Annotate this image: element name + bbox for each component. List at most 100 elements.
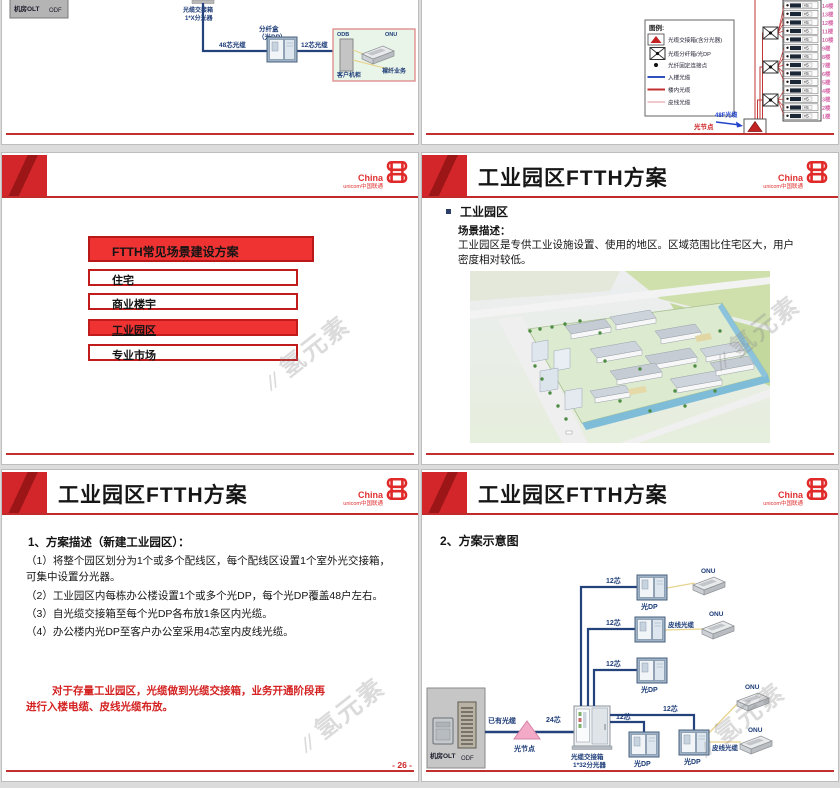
car <box>565 430 573 435</box>
splice-dot-icon <box>786 21 789 24</box>
cable12-label: 12芯 <box>606 659 621 668</box>
logo-line2: unicom中国联通 <box>343 500 383 507</box>
floor-onu-icon <box>790 79 801 85</box>
dp-label: 光DP <box>640 685 658 694</box>
floor-mult-box <box>802 62 813 68</box>
dp-x-box-icon <box>762 60 779 74</box>
bullet-square <box>446 209 451 214</box>
slide-b-diagram: 图例: 光缆交接箱(含分光器) 光缆分纤箱/光DP 光纤固定连接点 入楼光缆 楼… <box>644 0 834 135</box>
splice-dot-icon <box>786 29 789 32</box>
floor-mult-box <box>802 88 813 93</box>
slide-footer-line <box>426 770 834 772</box>
customer-panel: ODB ONU 客户机柜 裸纤业务 <box>332 28 416 82</box>
cable12-label: 12芯 <box>616 712 631 721</box>
dp-box-icon <box>628 731 660 758</box>
unicom-logo: China unicom中国联通 <box>760 157 830 195</box>
logo-line1: China <box>357 173 383 184</box>
unicom-logo-text: China unicom中国联通 <box>343 490 383 507</box>
unicom-knot-icon <box>386 477 408 501</box>
x-box-icon <box>649 47 666 60</box>
jjx-label-1: 光缆交接箱 <box>182 6 213 14</box>
cable12-label: 12芯 <box>663 704 678 713</box>
cable12-label: 12芯 <box>606 618 621 627</box>
floor-mult-box <box>802 3 813 8</box>
floor-mult-box <box>802 45 813 51</box>
odf-cabinet-icon <box>457 701 477 749</box>
unicom-logo-text: China unicom中国联通 <box>763 173 803 190</box>
onu-label: ONU <box>701 568 716 575</box>
section-bullet: 工业园区 <box>460 205 509 219</box>
floor-onu-icon <box>790 88 801 93</box>
logo-line2: unicom中国联通 <box>343 183 383 190</box>
jjx-label-2: 1*X分光器 <box>185 14 214 22</box>
slide-header: 工业园区FTTH方案 China unicom中国联通 <box>2 470 418 515</box>
onu-label: ONU <box>385 32 397 38</box>
floor-onu-icon <box>790 62 801 68</box>
floor-mult-box <box>802 113 813 119</box>
floor-drop-line <box>777 64 785 68</box>
page-number: - 26 - <box>392 760 412 770</box>
slide-top-left[interactable]: 机房OLT ODF 光缆交接箱 1*X分光器 48芯光缆 分纤盒 （光DP） 1… <box>1 0 419 145</box>
slide-scene[interactable]: 工业园区FTTH方案 China unicom中国联通 工业园区 场景描述： 工… <box>421 152 839 465</box>
onu-device-icon <box>739 735 773 755</box>
floor-mult-label: ×5 <box>804 37 810 42</box>
feeder-cable-label: 48F光缆 <box>715 111 737 119</box>
unicom-logo: China unicom中国联通 <box>760 474 830 512</box>
dp-label: 光DP <box>683 757 701 766</box>
slide-top-right[interactable]: 图例: 光缆交接箱(含分光器) 光缆分纤箱/光DP 光纤固定连接点 入楼光缆 楼… <box>421 0 839 145</box>
floor-label: 8楼 <box>822 53 831 61</box>
slide-title: 工业园区FTTH方案 <box>478 167 668 190</box>
slide-plan-diagram[interactable]: 工业园区FTTH方案 China unicom中国联通 2、方案示意图 机房OL… <box>421 469 839 782</box>
unicom-knot-icon <box>806 160 828 184</box>
dp-box-icon <box>636 574 668 601</box>
plan-item: （1）将整个园区划分为1个或多个配线区，每个配线区设置1个室外光交接箱，可集中设… <box>26 555 391 584</box>
customer-cabinet-label: 客户机柜 <box>336 71 361 79</box>
floor-label: 4楼 <box>822 87 831 95</box>
optical-node-icon <box>513 720 541 740</box>
cable12-label: 12芯 <box>606 576 621 585</box>
slide-menu[interactable]: China unicom中国联通 FTTH常见场景建设方案 住宅 商业楼宇 工业… <box>1 152 419 465</box>
floor-onu-icon <box>790 45 801 51</box>
floor-drop-line <box>777 56 785 68</box>
unicom-logo: China unicom中国联通 <box>340 157 410 195</box>
fiber-splitter-box-icon <box>266 36 298 63</box>
floor-mult-label: ×5 <box>804 114 810 119</box>
floor-onu-icon <box>790 20 801 25</box>
floor-drop-line <box>777 32 785 40</box>
ftth-diagram: 机房OLT ODF 已有光缆 光节点 24芯 光缆交接箱 1*32分光器 12芯… <box>426 568 773 769</box>
floor-onu-icon <box>790 71 801 76</box>
menu-item-market[interactable]: 专业市场 <box>88 344 298 362</box>
menu-item-residential[interactable]: 住宅 <box>88 269 298 287</box>
floor-mult-label: ×5 <box>804 80 810 85</box>
slide-plan-description[interactable]: 工业园区FTTH方案 China unicom中国联通 1、方案描述（新建工业园… <box>1 469 419 782</box>
floor-mult-label: ×5 <box>804 54 810 59</box>
floor-mult-label: ×5 <box>804 3 810 8</box>
floor-mult-box <box>802 79 813 85</box>
feeder-arrow-line <box>715 121 741 126</box>
slide-footer-line <box>6 770 414 772</box>
scene-desc-line2: 密度相对较低。 <box>458 254 532 266</box>
menu-item-commercial[interactable]: 商业楼宇 <box>88 293 298 311</box>
menu-item-industrial-park[interactable]: 工业园区 <box>88 319 298 337</box>
dot-icon <box>654 63 658 67</box>
floor-onu-icon <box>790 37 801 42</box>
legend-label: 光缆交接箱(含分光器) <box>668 36 722 44</box>
plan-heading: 1、方案描述（新建工业园区）： <box>28 537 190 549</box>
splice-dot-icon <box>786 114 789 118</box>
header-accent-block <box>422 472 467 513</box>
menu-title-box: FTTH常见场景建设方案 <box>88 236 314 262</box>
logo-line1: China <box>777 173 803 184</box>
floor-mult-box <box>802 11 813 17</box>
floor-onu-icon <box>790 96 801 102</box>
floor-mult-box <box>802 20 813 25</box>
cable12-label: 12芯光缆 <box>301 40 328 49</box>
floor-label: 11楼 <box>822 28 834 36</box>
onu-label: ONU <box>748 727 763 734</box>
odf-label: ODF <box>49 8 62 14</box>
splice-cabinet-icon <box>743 118 767 135</box>
floor-mult-box <box>802 96 813 102</box>
existing-cable-label: 已有光缆 <box>488 716 516 725</box>
header-accent-block <box>2 155 47 196</box>
riser-cables <box>754 0 763 119</box>
